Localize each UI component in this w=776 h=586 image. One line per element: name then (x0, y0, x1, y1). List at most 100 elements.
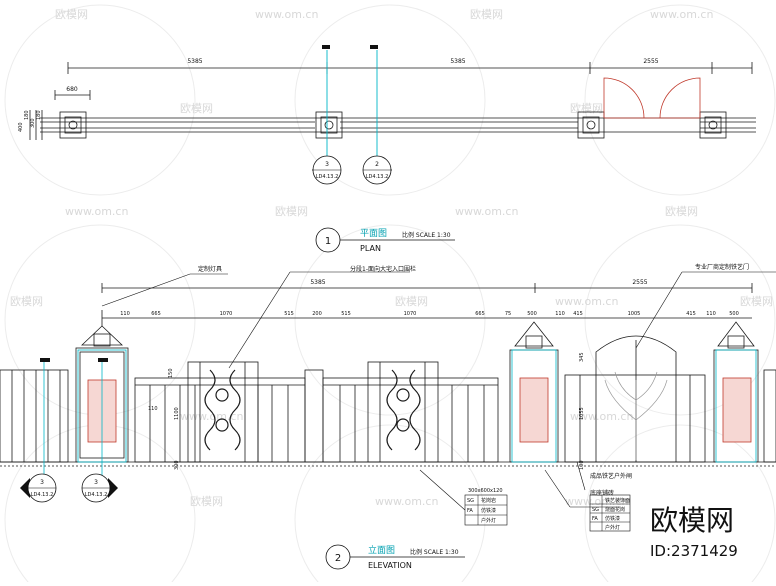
section-number: 3 (40, 479, 44, 486)
brand-watermark: 欧模网 ID:2371429 (650, 504, 738, 560)
elev-sub-dim: 110 (706, 311, 716, 317)
watermark-brand: 欧模网 (665, 205, 698, 218)
elev-dim-bottom: 110 (148, 406, 158, 412)
elev-vdim: 1055 (579, 407, 585, 420)
elev-sub-dim: 110 (120, 311, 130, 317)
brand-id: ID:2371429 (650, 542, 738, 560)
elev-sub-dim: 1005 (628, 311, 641, 317)
watermark-url: www.om.cn (255, 8, 318, 21)
plan-dims-vertical: 400 180 300 180 (18, 110, 42, 132)
legend-text: 户外灯 (481, 517, 496, 524)
elev-sub-dim: 665 (475, 311, 485, 317)
section-ref: LD4.13.2 (85, 492, 108, 498)
annotation-base-paving: 底座铺砖 (590, 489, 614, 497)
elev-vdim: 150 (168, 368, 174, 378)
elevation-title-number: 2 (335, 553, 341, 564)
section-number: 3 (94, 479, 98, 486)
plan-scale: 比例 SCALE 1:30 (402, 231, 451, 239)
plan-section-marker-2: 2 LD4.13.2 (362, 155, 392, 185)
elev-section-marker-left: 3 LD4.13.2 (20, 473, 57, 503)
legend-code: SG (467, 498, 474, 504)
annotation-lamp: 定制灯具 (198, 265, 222, 273)
elev-sub-dim: 515 (284, 311, 294, 317)
legend-text: 仿铁漆 (481, 507, 496, 514)
plan-title-block: 1 平面图 比例 SCALE 1:30 PLAN (315, 227, 455, 253)
gate-tree-ornament (604, 371, 668, 460)
elev-sub-dim: 1070 (404, 311, 417, 317)
legend-text: 花岗岩 (481, 497, 496, 504)
plan-section-flags (322, 45, 378, 49)
elevation-title-cn: 立面图 (368, 544, 395, 556)
section-ref: LD4.13.2 (316, 174, 339, 180)
elev-sub-dims: 110 665 1070 515 200 515 1070 665 75 500… (120, 311, 739, 317)
annotation-fence-section: 分段1-面向大宅入口围栏 (350, 265, 416, 273)
legend-text: 铁艺装饰面 (605, 497, 630, 504)
plan-dim-2: 5385 (450, 58, 465, 65)
elevation-section-flags (40, 358, 108, 362)
elev-sub-dim: 415 (573, 311, 583, 317)
legend-code: FA (592, 516, 598, 522)
watermark-brand: 欧模网 (470, 8, 503, 21)
watermark-layer: 欧模网 www.om.cn 欧模网 www.om.cn 欧模网 欧模网 www.… (4, 4, 776, 586)
section-number: 3 (325, 161, 329, 168)
watermark-brand: 欧模网 (570, 102, 603, 115)
legend-text: 烧面花岗 (605, 506, 625, 513)
watermark-url: www.om.cn (565, 495, 628, 508)
plan-section-lines (326, 50, 378, 160)
elev-sub-dim: 200 (312, 311, 322, 317)
plan-section-marker-3: 3 LD4.13.2 (312, 155, 342, 185)
legend-right: 铁艺装饰面 SG 烧面花岗 FA 仿铁漆 户外灯 (589, 494, 631, 532)
elevation-view (0, 283, 776, 467)
elevation-title-block: 2 立面图 比例 SCALE 1:30 ELEVATION (325, 544, 465, 570)
elev-sub-dim: 415 (686, 311, 696, 317)
watermark-brand: 欧模网 (740, 295, 773, 308)
plan-title-en: PLAN (360, 244, 381, 253)
watermark-brand: 欧模网 (275, 205, 308, 218)
elev-sub-dim: 515 (341, 311, 351, 317)
section-ref: LD4.13.2 (366, 174, 389, 180)
annotation-leaders (101, 271, 776, 511)
plan-vdim: 180 (24, 110, 30, 120)
elev-sub-dim: 75 (505, 311, 511, 317)
legend-code: SG (592, 507, 599, 513)
watermark-brand: 欧模网 (55, 8, 88, 21)
watermark-brand: 欧模网 (395, 295, 428, 308)
watermark-url: www.om.cn (455, 205, 518, 218)
annotation-gate: 专业厂商定制铁艺门 (695, 263, 749, 271)
elevation-scale: 比例 SCALE 1:30 (410, 548, 459, 556)
elev-sub-dim: 500 (527, 311, 537, 317)
legend-code: FA (467, 508, 473, 514)
elev-dim-main-1: 5385 (310, 279, 325, 286)
watermark-url: www.om.cn (570, 410, 633, 423)
annotation-outdoor-gate: 成品铁艺户外闸 (590, 472, 632, 480)
plan-dim-1: 5385 (187, 58, 202, 65)
section-number: 2 (375, 161, 379, 168)
elev-sub-dim: 1070 (220, 311, 233, 317)
elev-sub-dim: 110 (555, 311, 565, 317)
plan-title-number: 1 (325, 236, 331, 247)
legend-top-text: 300x600x120 (468, 488, 503, 494)
watermark-url: www.om.cn (555, 295, 618, 308)
elev-vdim: 1100 (174, 407, 180, 420)
elevation-title-en: ELEVATION (368, 561, 412, 570)
watermark-url: www.om.cn (375, 495, 438, 508)
watermark-url: www.om.cn (180, 410, 243, 423)
legend-left: 300x600x120 SG 花岗岩 FA 仿铁漆 户外灯 (464, 488, 508, 526)
plan-dim-left: 680 (66, 86, 78, 93)
elev-dim-main-2: 2555 (632, 279, 647, 286)
watermark-brand: 欧模网 (190, 495, 223, 508)
plan-title-cn: 平面图 (360, 228, 387, 239)
elev-sub-dim: 665 (151, 311, 161, 317)
watermark-brand: 欧模网 (180, 102, 213, 115)
elev-vdim: 100 (579, 460, 585, 470)
elev-vertical-dims: 150 1100 300 345 1055 100 (168, 352, 585, 470)
legend-text: 户外灯 (605, 524, 620, 531)
elev-section-marker-right: 3 LD4.13.2 (81, 473, 118, 503)
plan-vdim: 180 (36, 110, 42, 120)
watermark-url: www.om.cn (65, 205, 128, 218)
legend-text: 仿铁漆 (605, 515, 620, 522)
brand-logo-text: 欧模网 (650, 504, 734, 537)
plan-view (29, 62, 756, 140)
elev-vdim: 300 (174, 460, 180, 470)
